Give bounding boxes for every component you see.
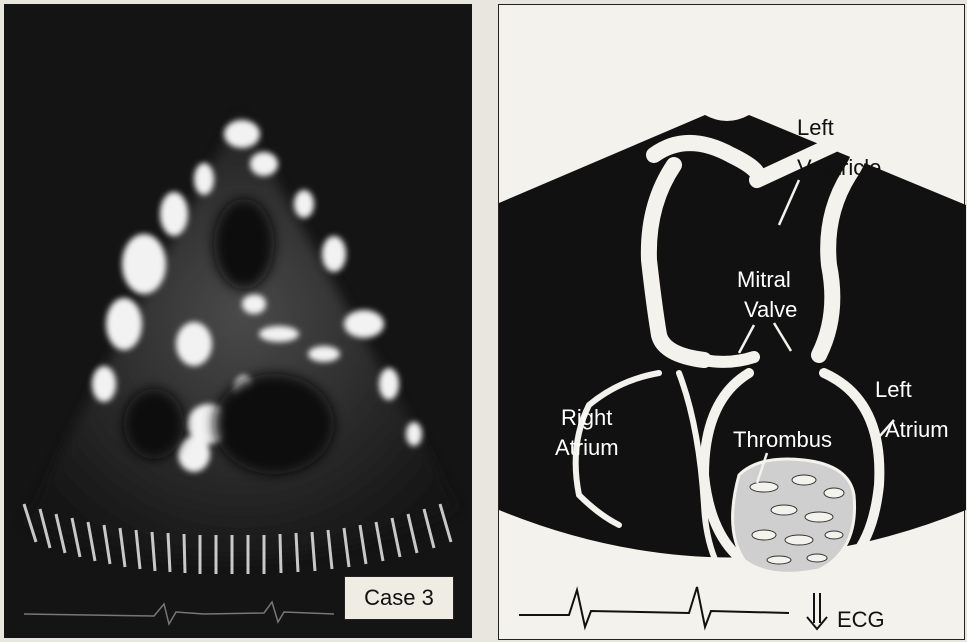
ecg-trace [519,587,789,627]
thrombus-region [733,459,855,573]
mitral-valve-label-line1: Mitral [737,267,791,292]
case-label: Case 3 [344,576,454,620]
echocardiogram-image: Case 3 [4,4,472,638]
echo-sector-graphic [4,4,472,638]
diagram-graphic: Left Ventricle Mitral Valve Right Atrium… [499,5,966,641]
ecg-marker-arrow-icon [807,593,827,629]
left-ventricle-label-line1: Left [797,115,834,140]
thrombus-label: Thrombus [733,427,832,452]
mitral-valve-label-line2: Valve [744,297,797,322]
left-ventricle-label-line2: Ventricle [797,155,881,180]
right-atrium-label-line1: Right [561,405,612,430]
right-atrium-label-line2: Atrium [555,435,619,460]
ecg-label: ECG [837,607,885,632]
echo-diagram: Left Ventricle Mitral Valve Right Atrium… [498,4,965,640]
sector-background [499,115,966,558]
left-atrium-label-line2: Atrium [885,417,949,442]
left-atrium-label-line1: Left [875,377,912,402]
